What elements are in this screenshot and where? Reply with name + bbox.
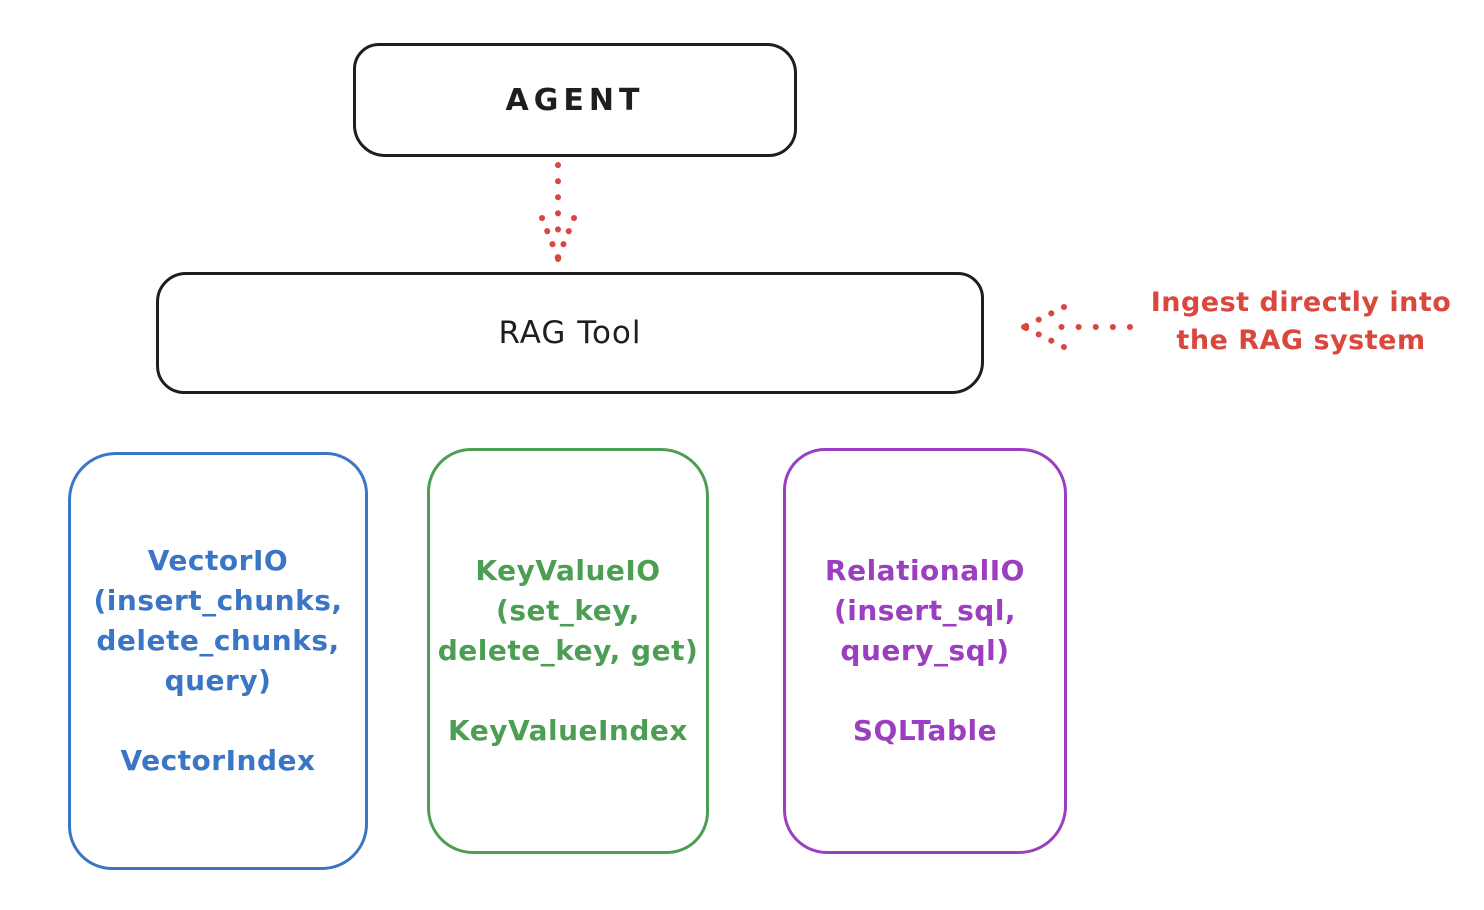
relational-io-title: RelationalIO — [825, 554, 1025, 587]
vector-index-label: VectorIndex — [120, 744, 316, 777]
vector-io-methods-line3: query) — [164, 664, 272, 697]
vector-io-methods-line2: delete_chunks, — [96, 624, 340, 657]
relational-io-methods-line2: query_sql) — [840, 634, 1010, 667]
keyvalue-io-box: KeyValueIO (set_key, delete_key, get) Ke… — [427, 448, 709, 854]
vector-io-title: VectorIO — [147, 544, 289, 577]
keyvalue-io-methods-line1: (set_key, — [496, 594, 640, 627]
rag-tool-box-label: RAG Tool — [498, 315, 642, 351]
vector-io-box: VectorIO (insert_chunks, delete_chunks, … — [68, 452, 368, 870]
rag-tool-box: RAG Tool — [156, 272, 984, 394]
relational-io-methods-line1: (insert_sql, — [833, 594, 1017, 627]
ingest-annotation-line2: the RAG system — [1176, 325, 1426, 356]
relational-io-box: RelationalIO (insert_sql, query_sql) SQL… — [783, 448, 1067, 854]
vector-io-methods-line1: (insert_chunks, — [93, 584, 343, 617]
agent-box-label: AGENT — [505, 82, 645, 118]
keyvalue-io-methods-line2: delete_key, get) — [437, 634, 699, 667]
keyvalue-index-label: KeyValueIndex — [448, 714, 688, 747]
agent-box: AGENT — [353, 43, 797, 157]
arrow-agent-to-ragtool-icon — [539, 162, 577, 262]
ingest-annotation-line1: Ingest directly into — [1150, 287, 1452, 318]
arrow-annotation-to-ragtool-icon — [1021, 304, 1133, 350]
sql-table-label: SQLTable — [852, 714, 998, 747]
keyvalue-io-title: KeyValueIO — [475, 554, 661, 587]
ingest-annotation: Ingest directly into the RAG system — [1128, 284, 1474, 360]
